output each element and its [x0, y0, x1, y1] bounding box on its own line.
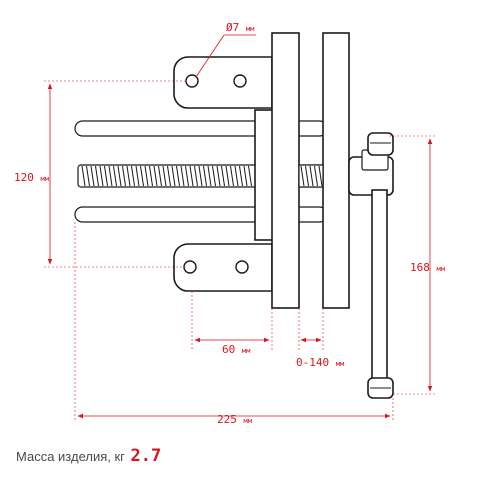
rear-base-plate [254, 109, 274, 241]
svg-text:0-140 мм: 0-140 мм [296, 356, 345, 369]
movable-jaw [322, 32, 350, 309]
tommy-bar [371, 189, 388, 383]
bracket-hole [233, 74, 247, 88]
svg-text:168 мм: 168 мм [410, 261, 446, 274]
mount-bracket-bottom [173, 243, 273, 292]
fixed-jaw [271, 32, 300, 309]
svg-text:225 мм: 225 мм [217, 413, 253, 426]
handle-cap-top [367, 132, 394, 156]
dimension-168: 168 мм [389, 135, 446, 395]
mount-bracket-top [173, 56, 273, 109]
hole-diameter-callout: Ø7 мм [195, 21, 256, 78]
mass-value: 2.7 [130, 446, 162, 466]
bracket-hole [235, 260, 249, 274]
screw-visible-gap [298, 164, 324, 188]
product-mass: Масса изделия, кг 2.7 [16, 446, 161, 466]
svg-text:Ø7 мм: Ø7 мм [226, 21, 255, 34]
mass-label-text: Масса изделия, кг [16, 449, 125, 464]
dimension-0-140: 0-140 мм [296, 308, 345, 369]
screw-thread [81, 165, 252, 187]
svg-text:60 мм: 60 мм [222, 343, 251, 356]
svg-text:120 мм: 120 мм [14, 171, 50, 184]
dimension-225: 225 мм [74, 222, 394, 426]
dimension-60: 60 мм [191, 291, 273, 356]
dimension-120: 120 мм [14, 80, 188, 268]
